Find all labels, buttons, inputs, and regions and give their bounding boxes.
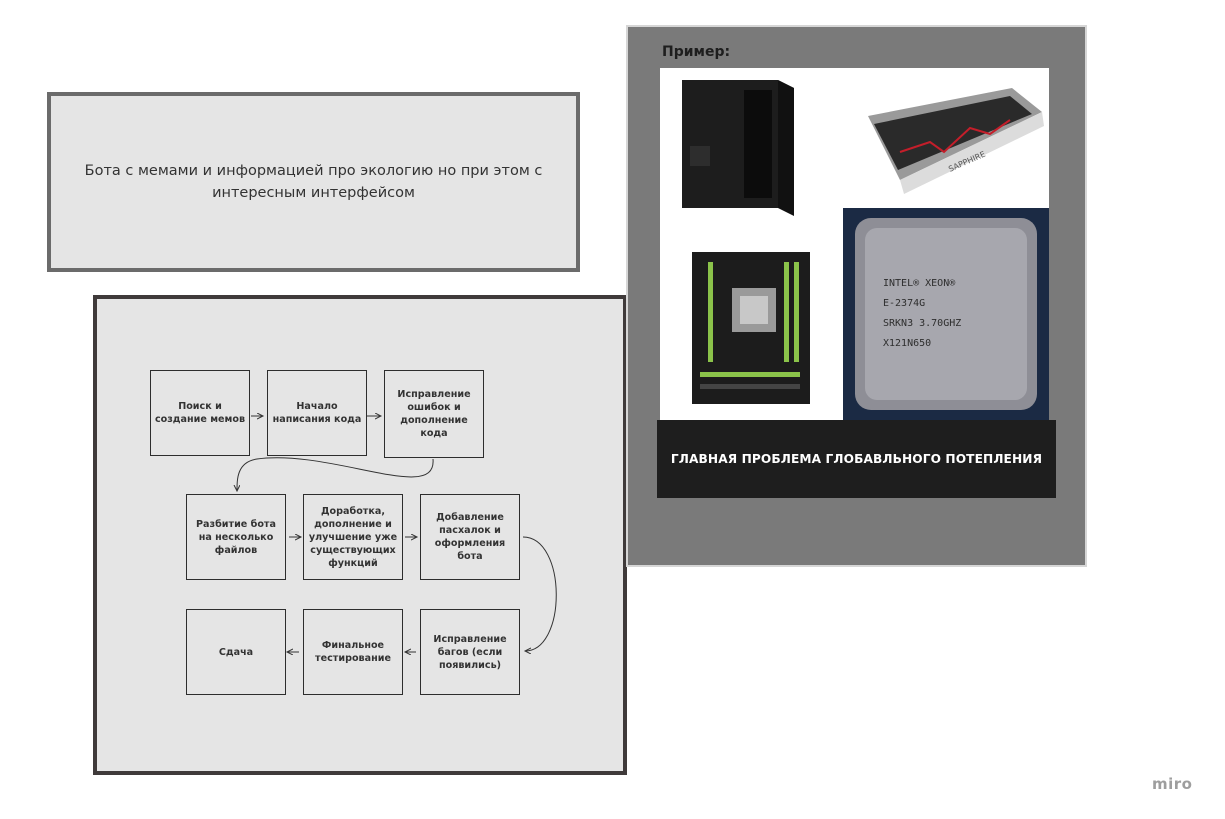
flowchart-connectors bbox=[97, 299, 557, 771]
gpu-image: SAPPHIRE bbox=[860, 68, 1049, 208]
step-fix-bugs[interactable]: Исправление багов (если появились) bbox=[420, 609, 520, 695]
step-final-testing[interactable]: Финальное тестирование bbox=[303, 609, 403, 695]
step-split-files[interactable]: Разбитие бота на несколько файлов bbox=[186, 494, 286, 580]
cpu-marking-line-3: SRKN3 3.70GHZ bbox=[883, 318, 961, 329]
cpu-image: INTEL® XEON® E-2374G SRKN3 3.70GHZ X121N… bbox=[843, 208, 1049, 422]
cpu-marking-line-4: X121N650 bbox=[883, 338, 931, 349]
step-fix-errors[interactable]: Исправление ошибок и дополнение кода bbox=[384, 370, 484, 458]
cpu-marking-line-1: INTEL® XEON® bbox=[883, 278, 956, 289]
pc-case-image bbox=[660, 68, 860, 232]
step-delivery[interactable]: Сдача bbox=[186, 609, 286, 695]
step-easter-eggs[interactable]: Добавление пасхалок и оформления бота bbox=[420, 494, 520, 580]
cpu-marking-line-2: E-2374G bbox=[883, 298, 925, 309]
miro-logo: miro bbox=[1152, 775, 1193, 793]
description-text: Бота с мемами и информацией про экологию… bbox=[84, 163, 543, 201]
arrow-6-7 bbox=[522, 536, 557, 651]
flowchart-frame[interactable]: Поиск и создание мемов Начало написания … bbox=[93, 295, 627, 775]
example-photo-collage[interactable]: SAPPHIRE INTEL® XEON® E-2374G SRKN3 3.70… bbox=[660, 68, 1049, 422]
description-card[interactable]: Бота с мемами и информацией про экологию… bbox=[47, 92, 580, 272]
step-search-memes[interactable]: Поиск и создание мемов bbox=[150, 370, 250, 456]
motherboard-image bbox=[660, 232, 843, 422]
arrow-3-4 bbox=[237, 457, 434, 491]
step-improve-functions[interactable]: Доработка, дополнение и улучшение уже су… bbox=[303, 494, 403, 580]
example-label: Пример: bbox=[662, 44, 731, 60]
example-caption: ГЛАВНАЯ ПРОБЛЕМА ГЛОБАВЛЬНОГО ПОТЕПЛЕНИЯ bbox=[657, 420, 1056, 498]
step-start-coding[interactable]: Начало написания кода bbox=[267, 370, 367, 456]
